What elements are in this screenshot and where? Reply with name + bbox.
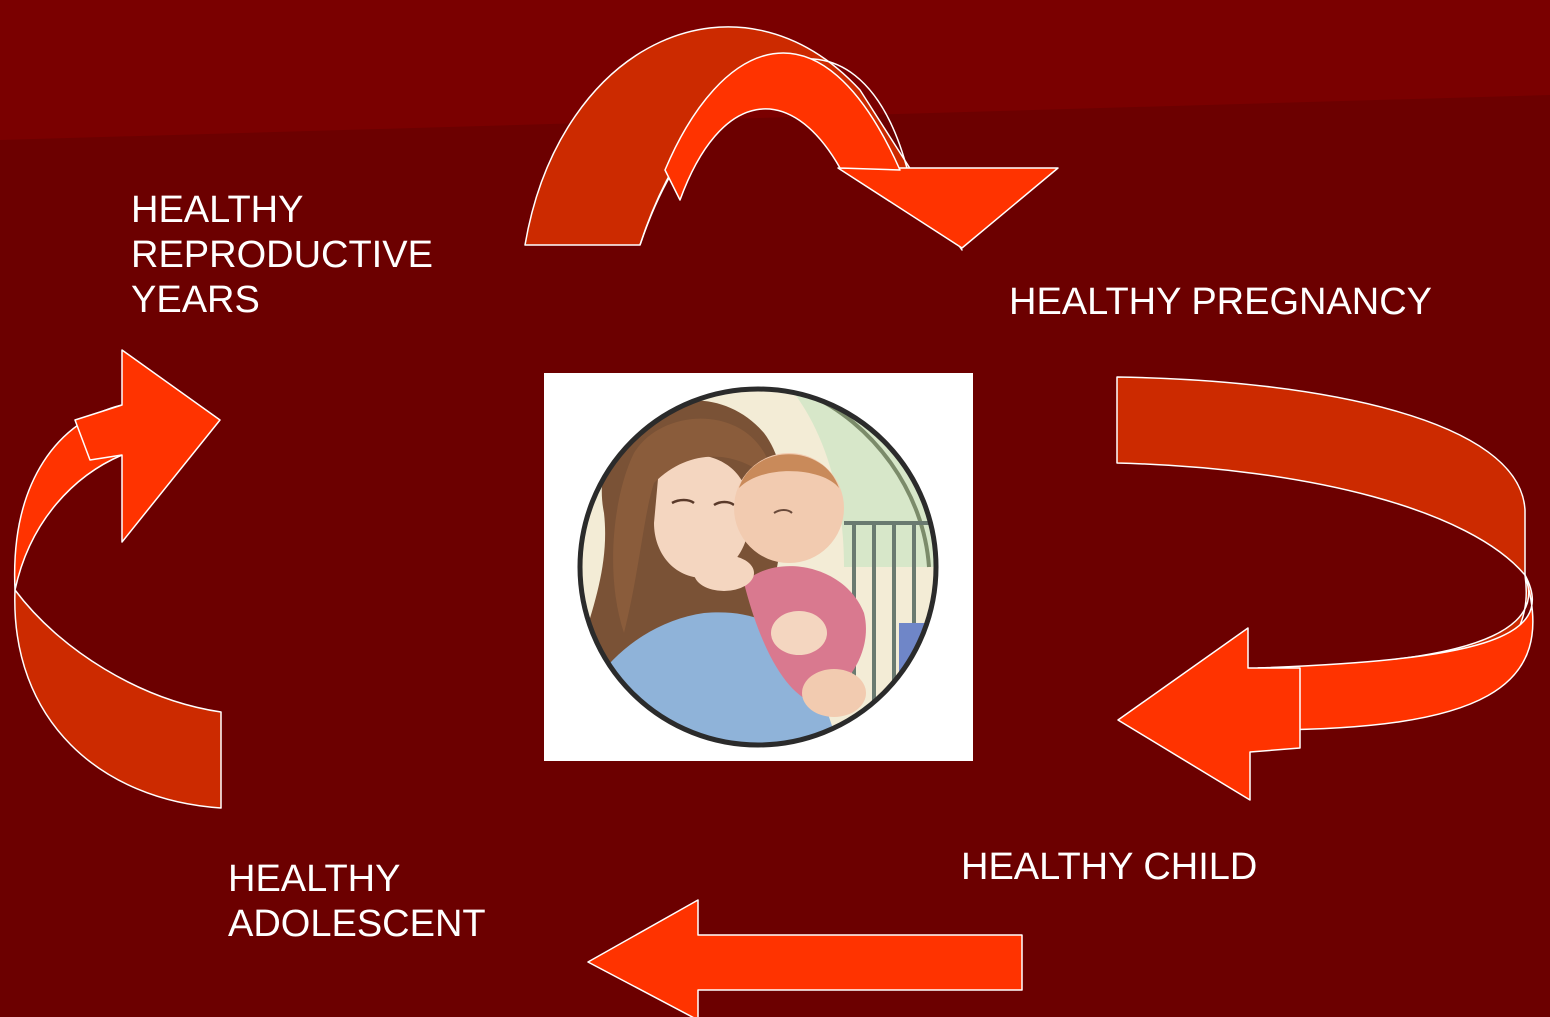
label-line: HEALTHY xyxy=(131,189,304,231)
label-line: HEALTHY PREGNANCY xyxy=(1009,281,1433,323)
arrow-adolescent-to-reproductive xyxy=(13,349,222,809)
label-line: ADOLESCENT xyxy=(228,903,486,945)
label-healthy-child: HEALTHY CHILD xyxy=(961,845,1257,890)
arrow-head-right xyxy=(1117,627,1301,801)
arrow-child-to-adolescent xyxy=(587,899,1023,1017)
mother-baby-illustration xyxy=(544,373,973,761)
arrow-body-top xyxy=(524,26,963,251)
mother-baby-image xyxy=(577,386,939,748)
arrow-shape-bottom xyxy=(587,899,1023,1017)
label-healthy-adolescent: HEALTHY ADOLESCENT xyxy=(228,857,486,947)
label-line: HEALTHY CHILD xyxy=(961,846,1258,888)
arrow-head-top xyxy=(837,167,1059,249)
arrow-body-right xyxy=(1116,376,1526,576)
arrow-body-left xyxy=(14,589,222,809)
arrow-pregnancy-to-child xyxy=(1116,376,1534,801)
label-healthy-pregnancy: HEALTHY PREGNANCY xyxy=(1009,280,1432,325)
label-line: HEALTHY xyxy=(228,858,401,900)
arrow-reproductive-to-pregnancy xyxy=(524,26,1059,251)
label-healthy-reproductive-years: HEALTHY REPRODUCTIVE YEARS xyxy=(131,188,433,323)
label-line: REPRODUCTIVE xyxy=(131,234,433,276)
arrow-head-left xyxy=(74,349,221,543)
label-line: YEARS xyxy=(131,279,260,321)
arrow-curve-top xyxy=(664,52,901,201)
